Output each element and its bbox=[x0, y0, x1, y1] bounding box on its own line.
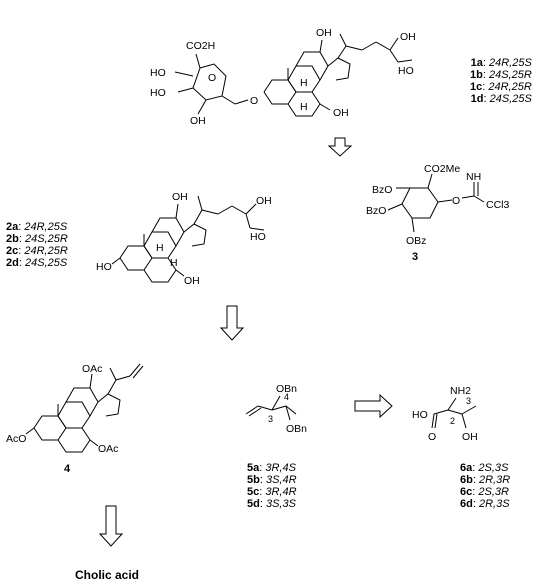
compound-2-atoms: OH OH HO HO OH H H bbox=[96, 191, 272, 287]
label-1d: 1d: 24S,25S bbox=[470, 93, 532, 105]
compound-6-labels: 6a: 2S,3S 6b: 2R,3R 6c: 2S,3R 6d: 2R,3S bbox=[460, 462, 510, 510]
svg-text:NH2: NH2 bbox=[450, 385, 471, 397]
svg-text:OH: OH bbox=[190, 115, 206, 127]
label-5b: 5b: 3S,4R bbox=[247, 474, 297, 486]
retro-arrow-2 bbox=[219, 305, 245, 341]
svg-text:H: H bbox=[300, 77, 308, 89]
svg-text:BzO: BzO bbox=[372, 184, 392, 196]
svg-text:OH: OH bbox=[316, 27, 332, 39]
svg-text:3: 3 bbox=[466, 396, 471, 406]
compound-6-atoms: HO O NH2 OH 2 3 bbox=[412, 385, 478, 443]
compound-5-structure bbox=[245, 395, 297, 421]
label-6a: 6a: 2S,3S bbox=[460, 462, 509, 474]
svg-text:HO: HO bbox=[150, 67, 166, 79]
svg-text:OAc: OAc bbox=[98, 443, 118, 455]
label-5d: 5d: 3S,3S bbox=[247, 498, 296, 510]
label-2c: 2c: 24R,25R bbox=[6, 245, 68, 257]
svg-text:4: 4 bbox=[284, 392, 289, 402]
label-6c: 6c: 2S,3R bbox=[460, 486, 509, 498]
svg-text:O: O bbox=[428, 431, 436, 443]
svg-text:OH: OH bbox=[462, 431, 478, 443]
svg-text:H: H bbox=[300, 101, 308, 113]
svg-text:OH: OH bbox=[256, 195, 272, 207]
svg-text:OH: OH bbox=[333, 107, 349, 119]
label-2d: 2d: 24S,25S bbox=[6, 257, 68, 269]
final-product-label: Cholic acid bbox=[75, 568, 140, 582]
compound-5-labels: 5a: 3R,4S 5b: 3S,4R 5c: 3R,4R 5d: 3S,3S bbox=[247, 462, 297, 510]
svg-text:CO2Me: CO2Me bbox=[424, 163, 460, 175]
retro-arrow-3 bbox=[354, 393, 393, 419]
compound-4-number: 4 bbox=[64, 463, 71, 475]
compound-3-number: 3 bbox=[412, 251, 418, 263]
svg-text:NH: NH bbox=[466, 171, 481, 183]
label-1b: 1b: 24S,25R bbox=[470, 69, 532, 81]
label-1c: 1c: 24R,25R bbox=[470, 81, 532, 93]
compound-4-structure bbox=[25, 363, 144, 453]
label-2a: 2a: 24R,25S bbox=[6, 221, 68, 233]
svg-text:HO: HO bbox=[96, 261, 112, 273]
compound-4-atoms: OAc AcO OAc bbox=[6, 363, 118, 455]
svg-text:3: 3 bbox=[268, 414, 273, 424]
retro-arrow-1 bbox=[327, 137, 353, 157]
svg-text:HO: HO bbox=[150, 87, 166, 99]
retro-arrow-4 bbox=[98, 505, 124, 547]
svg-text:OH: OH bbox=[172, 191, 188, 203]
svg-text:O: O bbox=[250, 95, 258, 107]
svg-text:AcO: AcO bbox=[6, 433, 26, 445]
label-6b: 6b: 2R,3R bbox=[460, 474, 511, 486]
svg-text:OBz: OBz bbox=[406, 235, 426, 247]
svg-text:OAc: OAc bbox=[82, 363, 102, 375]
svg-text:OH: OH bbox=[400, 31, 416, 43]
compound-3-atoms: CO2Me BzO BzO OBz O NH CCl3 bbox=[366, 163, 509, 247]
svg-text:CCl3: CCl3 bbox=[486, 199, 509, 211]
compound-1-labels: 1a: 24R,25S 1b: 24S,25R 1c: 24R,25R 1d: … bbox=[470, 57, 532, 105]
label-1a: 1a: 24R,25S bbox=[470, 57, 532, 69]
label-6d: 6d: 2R,3S bbox=[460, 498, 510, 510]
svg-text:OBn: OBn bbox=[286, 423, 307, 435]
compound-2-structure bbox=[111, 195, 265, 283]
svg-text:H: H bbox=[170, 257, 178, 269]
svg-text:H: H bbox=[156, 242, 164, 254]
svg-text:O: O bbox=[452, 195, 460, 207]
label-5a: 5a: 3R,4S bbox=[247, 462, 296, 474]
svg-text:2: 2 bbox=[450, 416, 455, 426]
svg-text:OH: OH bbox=[184, 275, 200, 287]
label-2b: 2b: 24S,25R bbox=[6, 233, 68, 245]
compound-6-structure bbox=[431, 397, 477, 429]
svg-text:OBn: OBn bbox=[276, 383, 297, 395]
svg-text:HO: HO bbox=[250, 231, 266, 243]
svg-text:BzO: BzO bbox=[366, 205, 386, 217]
compound-2-labels: 2a: 24R,25S 2b: 24S,25R 2c: 24R,25R 2d: … bbox=[6, 221, 68, 269]
svg-text:HO: HO bbox=[398, 65, 414, 77]
label-5c: 5c: 3R,4R bbox=[247, 486, 297, 498]
compound-5-atoms: OBn OBn 3 4 bbox=[268, 383, 307, 435]
compound-3-structure bbox=[387, 173, 485, 233]
svg-text:CO2H: CO2H bbox=[186, 40, 215, 52]
compound-1-atoms: CO2H HO HO OH O O OH OH HO OH H H bbox=[150, 27, 416, 127]
svg-text:HO: HO bbox=[412, 409, 428, 421]
svg-text:O: O bbox=[208, 72, 216, 84]
compound-1-structure bbox=[174, 33, 413, 117]
